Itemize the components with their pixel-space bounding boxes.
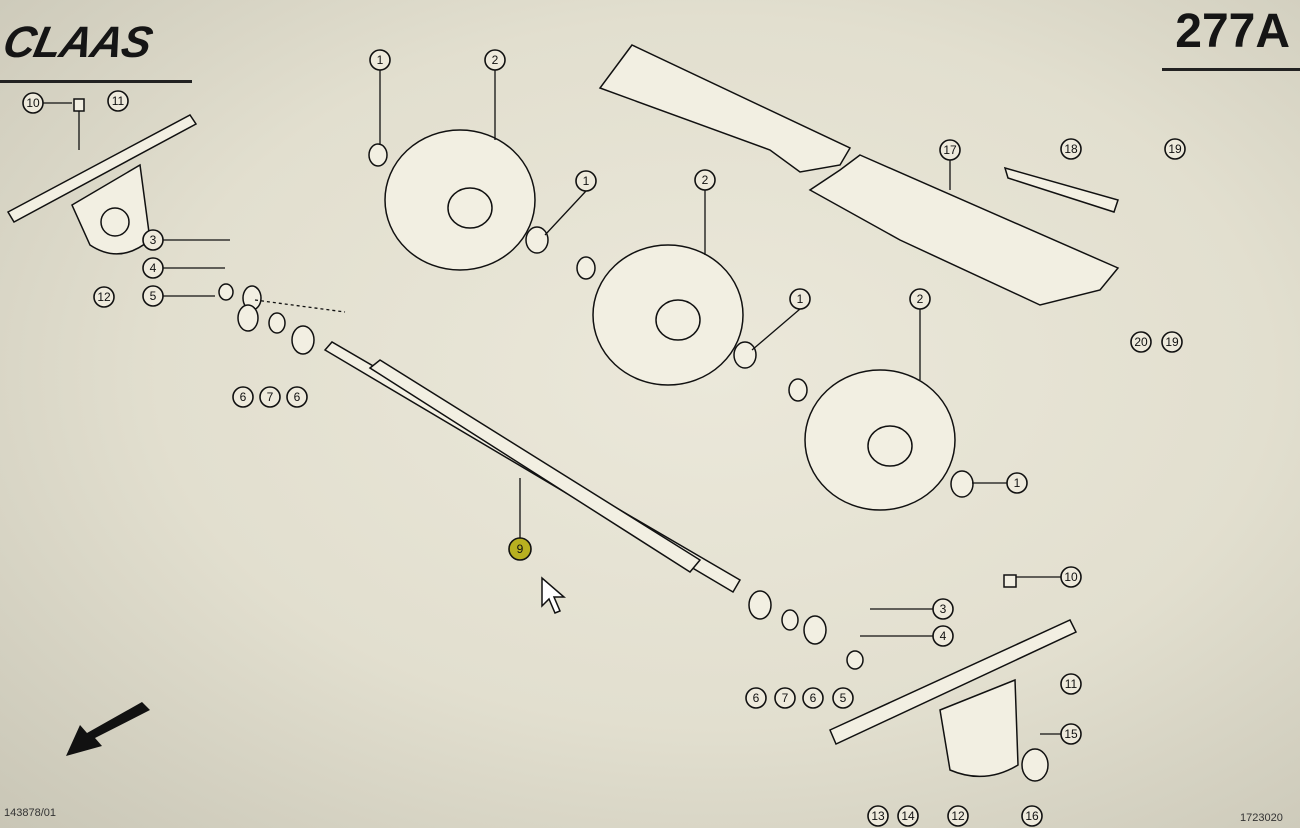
page-number-divider <box>1162 68 1300 71</box>
svg-text:1: 1 <box>1014 476 1021 490</box>
svg-text:19: 19 <box>1168 142 1182 156</box>
callout-1[interactable]: 1 <box>789 288 811 310</box>
callout-13[interactable]: 13 <box>867 805 889 827</box>
callout-6[interactable]: 6 <box>286 386 308 408</box>
svg-text:20: 20 <box>1134 335 1148 349</box>
callout-4[interactable]: 4 <box>932 625 954 647</box>
svg-text:7: 7 <box>267 390 274 404</box>
callout-1[interactable]: 1 <box>1006 472 1028 494</box>
svg-text:19: 19 <box>1165 335 1179 349</box>
fan-rotor-1 <box>368 129 549 271</box>
callout-2[interactable]: 2 <box>909 288 931 310</box>
callout-9-highlighted[interactable]: 9 <box>508 537 532 561</box>
svg-text:6: 6 <box>294 390 301 404</box>
callout-6[interactable]: 6 <box>232 386 254 408</box>
callout-14[interactable]: 14 <box>897 805 919 827</box>
svg-text:4: 4 <box>150 261 157 275</box>
fan-rotor-2 <box>576 244 757 386</box>
direction-arrow-icon <box>66 702 150 756</box>
bearings-left <box>218 283 346 355</box>
drawing-code-right: 1723020 <box>1240 812 1283 824</box>
callout-18[interactable]: 18 <box>1060 138 1082 160</box>
bracket-right <box>829 574 1078 782</box>
callout-1[interactable]: 1 <box>575 170 597 192</box>
svg-text:5: 5 <box>840 691 847 705</box>
svg-text:1: 1 <box>583 174 590 188</box>
svg-text:13: 13 <box>871 809 885 823</box>
svg-text:2: 2 <box>702 173 709 187</box>
callout-15[interactable]: 15 <box>1060 723 1082 745</box>
callout-19[interactable]: 19 <box>1164 138 1186 160</box>
svg-text:5: 5 <box>150 289 157 303</box>
callout-5[interactable]: 5 <box>832 687 854 709</box>
callout-11[interactable]: 11 <box>1060 673 1082 695</box>
svg-text:12: 12 <box>951 809 965 823</box>
callout-3[interactable]: 3 <box>142 229 164 251</box>
callout-10[interactable]: 10 <box>22 92 44 114</box>
svg-text:11: 11 <box>1065 677 1078 691</box>
svg-text:16: 16 <box>1025 809 1039 823</box>
svg-text:14: 14 <box>901 809 915 823</box>
svg-text:18: 18 <box>1064 142 1078 156</box>
callout-4[interactable]: 4 <box>142 257 164 279</box>
callout-6[interactable]: 6 <box>745 687 767 709</box>
callout-7[interactable]: 7 <box>774 687 796 709</box>
callout-2[interactable]: 2 <box>694 169 716 191</box>
bearings-right <box>748 590 864 670</box>
svg-text:12: 12 <box>97 290 111 304</box>
svg-text:2: 2 <box>492 53 499 67</box>
callout-10[interactable]: 10 <box>1060 566 1082 588</box>
svg-text:3: 3 <box>150 233 157 247</box>
drawing-code-left: 143878/01 <box>4 807 56 819</box>
svg-text:1: 1 <box>377 53 384 67</box>
callout-17[interactable]: 17 <box>939 139 961 161</box>
callout-11[interactable]: 11 <box>107 90 129 112</box>
svg-text:17: 17 <box>943 143 957 157</box>
leader-lines <box>43 70 1061 735</box>
svg-text:7: 7 <box>782 691 789 705</box>
callout-12[interactable]: 12 <box>947 805 969 827</box>
mouse-cursor-icon <box>541 576 567 614</box>
svg-text:10: 10 <box>26 96 40 110</box>
callout-16[interactable]: 16 <box>1021 805 1043 827</box>
cover-plate <box>598 44 1120 306</box>
svg-text:9: 9 <box>517 542 524 556</box>
callout-20[interactable]: 20 <box>1130 331 1152 353</box>
callout-7[interactable]: 7 <box>259 386 281 408</box>
svg-text:4: 4 <box>940 629 947 643</box>
callout-3[interactable]: 3 <box>932 598 954 620</box>
callout-12[interactable]: 12 <box>93 286 115 308</box>
page-number: 277A <box>1175 5 1290 58</box>
shaft <box>323 341 742 594</box>
svg-text:6: 6 <box>240 390 247 404</box>
callout-19[interactable]: 19 <box>1161 331 1183 353</box>
callout-6[interactable]: 6 <box>802 687 824 709</box>
bracket-left <box>6 98 198 255</box>
callout-2[interactable]: 2 <box>484 49 506 71</box>
svg-text:2: 2 <box>917 292 924 306</box>
fan-rotor-3 <box>788 369 974 511</box>
logo-divider <box>0 80 192 83</box>
svg-text:6: 6 <box>810 691 817 705</box>
svg-text:1: 1 <box>797 292 804 306</box>
svg-text:6: 6 <box>753 691 760 705</box>
svg-text:10: 10 <box>1064 570 1078 584</box>
svg-text:11: 11 <box>112 94 125 108</box>
svg-text:15: 15 <box>1064 727 1078 741</box>
callout-1[interactable]: 1 <box>369 49 391 71</box>
svg-text:3: 3 <box>940 602 947 616</box>
callout-5[interactable]: 5 <box>142 285 164 307</box>
